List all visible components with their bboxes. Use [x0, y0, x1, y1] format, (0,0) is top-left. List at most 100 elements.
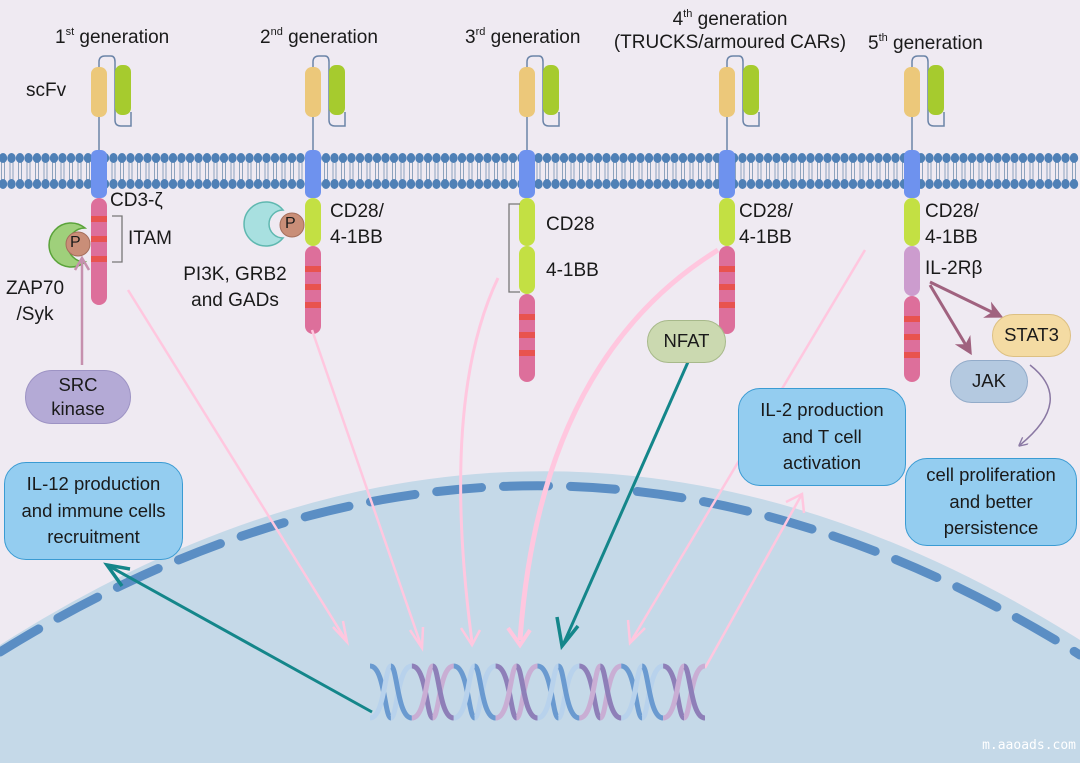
gen3-41bb-label: 4-1BB	[546, 260, 599, 281]
scfv-heavy-chain	[305, 67, 321, 117]
gen5-title: 5th generation	[868, 32, 983, 54]
itam-stripe	[519, 350, 535, 356]
hinge-linker	[726, 55, 760, 150]
gen3-signal-arrow	[459, 277, 500, 643]
costim-domain	[719, 198, 735, 246]
dna-strand-b	[472, 663, 497, 721]
dna-strand-b	[452, 663, 478, 721]
car-receptor-gen3	[519, 55, 560, 382]
dna-strand-b	[388, 663, 413, 721]
transmembrane-domain	[305, 150, 321, 198]
car-receptors	[91, 55, 945, 382]
scfv-light-chain	[743, 65, 759, 115]
itam-stripe	[904, 334, 920, 340]
gen2-costim-label: CD28/4-1BB	[330, 201, 384, 248]
dna-strand-b	[662, 663, 687, 721]
itam-stripe	[719, 302, 735, 308]
dna-helix	[369, 663, 706, 721]
cell-membrane	[0, 153, 1079, 189]
transmembrane-domain	[719, 150, 735, 198]
itam-stripe	[91, 256, 107, 262]
gen4-title: 4th generation(TRUCKS/armoured CARs)	[613, 8, 847, 53]
itam-stripe	[91, 216, 107, 222]
hinge-linker	[526, 55, 560, 150]
car-receptor-gen1	[91, 55, 132, 305]
phosphate-circle-1	[65, 231, 91, 257]
dna-strand-b	[410, 663, 436, 721]
itam-stripe	[305, 266, 321, 272]
stat3: STAT3	[992, 314, 1071, 357]
car-receptor-gen2	[305, 55, 346, 334]
car-receptor-gen4	[719, 55, 760, 334]
scfv-heavy-chain	[91, 67, 107, 117]
gen2-signal-arrow	[310, 329, 424, 649]
transmembrane-domain	[519, 150, 535, 198]
itam-stripe	[91, 236, 107, 242]
scfv-light-chain	[928, 65, 944, 115]
transmembrane-domain	[904, 150, 920, 198]
dna-strand-b	[639, 663, 665, 721]
watermark: m.aaoads.com	[982, 738, 1076, 753]
itam-stripe	[305, 284, 321, 290]
teal-arrows	[103, 361, 690, 714]
scfv-light-chain	[329, 65, 345, 115]
itam-stripe	[519, 332, 535, 338]
il2rb-to-stat3-arrow	[929, 280, 1004, 318]
hinge-linker	[98, 55, 132, 150]
gen1-title: 1st generation	[55, 26, 170, 48]
scfv-light-chain	[115, 65, 131, 115]
il2rb-to-jak-arrow	[928, 284, 972, 356]
dna-to-il2-arrow	[703, 493, 804, 669]
stat3-to-proliferation-arrow	[1020, 364, 1051, 445]
il2rb-label: IL-2Rβ	[925, 258, 983, 279]
41bb-domain	[519, 246, 535, 294]
dna-strand-b	[536, 663, 561, 721]
gen2-title: 2nd generation	[260, 26, 378, 48]
il2rb-domain	[904, 246, 920, 296]
costim-domain	[305, 198, 321, 246]
dna-strand-b	[514, 663, 539, 721]
scfv-heavy-chain	[719, 67, 735, 117]
costim-domain	[904, 198, 920, 246]
jak: JAK	[950, 360, 1028, 403]
pi3k-shape	[243, 201, 285, 247]
scfv-heavy-chain	[904, 67, 920, 117]
itam-stripe	[719, 266, 735, 272]
itam-stripe	[904, 316, 920, 322]
gen4-signal-arrow	[517, 247, 720, 641]
gen3-title: 3rd generation	[465, 26, 581, 48]
dna-to-il12-arrow	[106, 563, 373, 714]
phosphate-label-1: P	[70, 234, 81, 251]
phosphate-circle-2	[279, 212, 305, 238]
dna-strand-b	[555, 663, 581, 721]
transmembrane-domain	[91, 150, 107, 198]
nuclear-envelope	[0, 481, 1080, 660]
hinge-linker	[911, 55, 945, 150]
itam-stripe	[904, 352, 920, 358]
itam-stripe	[719, 284, 735, 290]
itam-stripe	[305, 302, 321, 308]
nfat-to-dna-arrow	[561, 361, 690, 646]
dna-strand-b	[369, 663, 394, 721]
itam-stripe	[519, 314, 535, 320]
nfat: NFAT	[647, 320, 726, 363]
dna-strand-b	[578, 663, 603, 721]
phosphate-label-2: P	[285, 215, 296, 232]
dna-strand-b	[620, 663, 645, 721]
gen4-costim-label: CD28/4-1BB	[739, 201, 793, 248]
car-receptor-gen5	[904, 55, 945, 382]
gen3-bracket	[508, 203, 520, 293]
cd28-domain	[519, 198, 535, 246]
itam-label: ITAM	[128, 228, 172, 249]
gen1-signal-arrow	[126, 289, 349, 643]
itam-bracket	[112, 215, 123, 263]
scfv-light-chain	[543, 65, 559, 115]
gen5-costim-label: CD28/4-1BB	[925, 201, 979, 248]
